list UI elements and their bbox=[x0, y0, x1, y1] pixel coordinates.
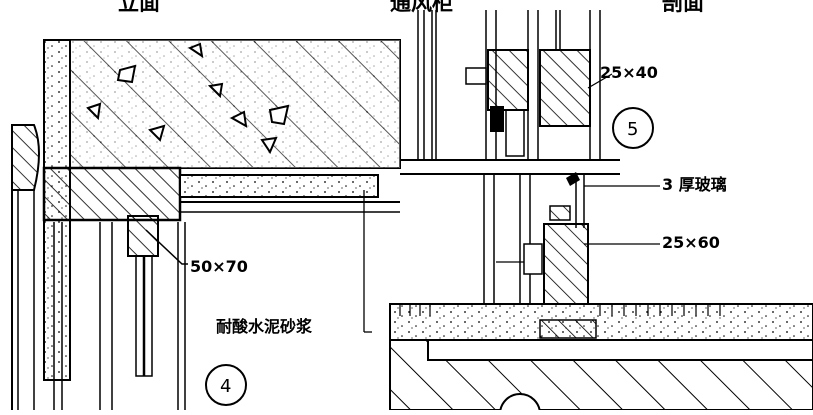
concrete-aggregate bbox=[86, 42, 290, 155]
label-mortar: 耐酸水泥砂浆 bbox=[216, 317, 313, 336]
detail-4-elevation bbox=[11, 39, 401, 410]
label-timber-25x40: 25×40 bbox=[600, 63, 658, 82]
timber-25x60 bbox=[543, 223, 589, 307]
caption-elevation: 立面 bbox=[118, 0, 160, 15]
caption-section: 剖面 bbox=[662, 0, 704, 15]
detail-4-marker bbox=[205, 364, 247, 406]
timber-50x70 bbox=[127, 215, 159, 257]
lintel-timber bbox=[42, 166, 182, 222]
detail-5-marker bbox=[612, 107, 654, 149]
glass-3mm bbox=[566, 172, 580, 186]
window-frame-profile bbox=[11, 124, 40, 191]
mortar-shelf bbox=[179, 174, 379, 198]
detail-number-4: 4 bbox=[220, 376, 231, 397]
label-glass-3mm: 3 厚玻璃 bbox=[662, 175, 727, 194]
timber-top-left bbox=[487, 49, 529, 111]
timber-25x40 bbox=[539, 49, 591, 127]
detail-number-5: 5 bbox=[627, 119, 638, 140]
detail-5-section bbox=[389, 10, 813, 415]
caption-vent-window: 通风柜 bbox=[390, 0, 453, 15]
sill-mortar bbox=[389, 303, 813, 341]
label-timber-25x60: 25×60 bbox=[662, 233, 720, 252]
label-timber-50x70: 50×70 bbox=[190, 257, 248, 276]
